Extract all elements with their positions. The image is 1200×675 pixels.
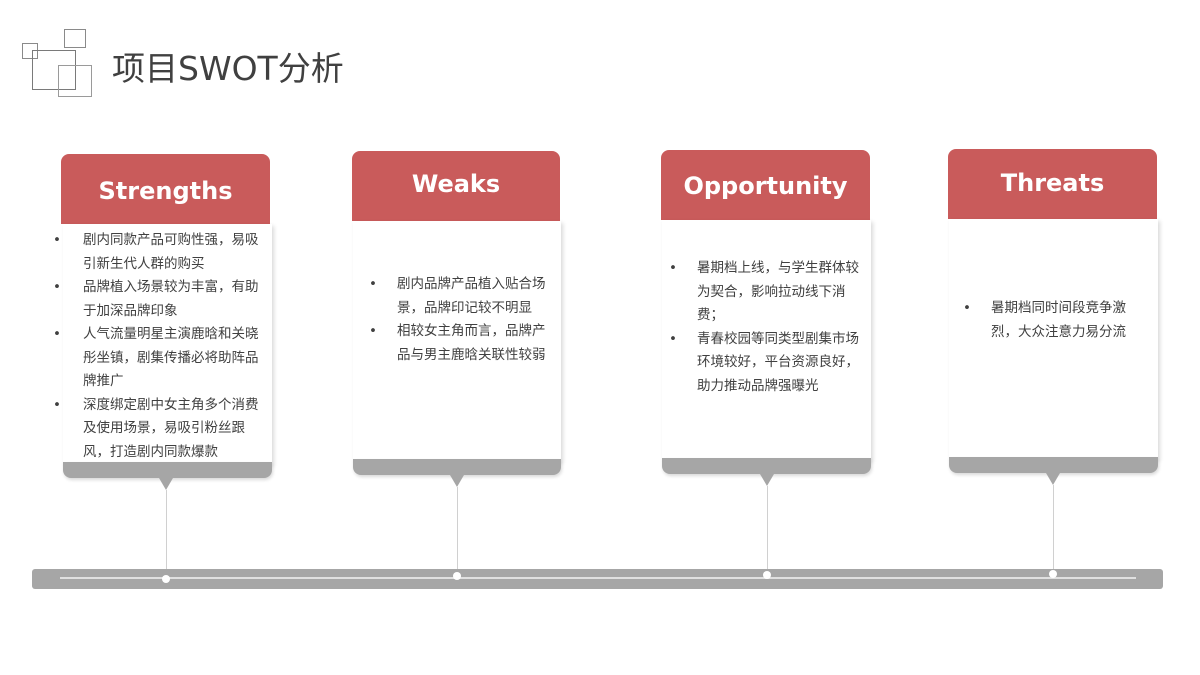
logo-square-bottom (58, 65, 92, 97)
card-heading: Opportunity (683, 172, 848, 200)
timeline-dot-strengths (162, 575, 170, 583)
bullet-dot: • (369, 276, 377, 292)
list-item: • 暑期档上线，与学生群体较为契合，影响拉动线下消费； (669, 257, 859, 328)
connector-line-threats (1053, 485, 1054, 575)
bullet-dot: • (669, 260, 677, 276)
logo-square-large (32, 50, 76, 90)
card-header: Opportunity (661, 150, 870, 220)
card-header: Threats (948, 149, 1157, 219)
list-item-text: 深度绑定剧中女主角多个消费及使用场景，易吸引粉丝跟风，打造剧内同款爆款 (83, 396, 259, 460)
timeline-inner-line (60, 577, 1136, 579)
card-heading: Strengths (98, 177, 233, 205)
list-item: • 品牌植入场景较为丰富，有助于加深品牌印象 (53, 276, 267, 323)
connector-line-weaks (457, 487, 458, 577)
card-pointer (760, 474, 774, 486)
list-item: • 深度绑定剧中女主角多个消费及使用场景，易吸引粉丝跟风，打造剧内同款爆款 (53, 394, 267, 465)
card-body: • 暑期档同时间段竞争激烈，大众注意力易分流 (949, 219, 1158, 459)
card-heading: Weaks (411, 170, 501, 198)
bullet-list: • 剧内品牌产品植入贴合场景，品牌印记较不明显 • 相较女主角而言，品牌产品与男主鹿… (369, 273, 551, 367)
card-footer (949, 457, 1158, 473)
timeline-bar (32, 569, 1163, 589)
connector-line-opportunity (767, 486, 768, 576)
page-title: 项目SWOT分析 (112, 49, 344, 88)
bullet-dot: • (53, 326, 61, 342)
logo-square-small (22, 43, 38, 59)
list-item-text: 暑期档同时间段竞争激烈，大众注意力易分流 (991, 300, 1126, 340)
card-header: Strengths (61, 154, 270, 224)
card-header: Weaks (352, 151, 560, 221)
bullet-dot: • (53, 396, 61, 413)
card-heading: Threats (1000, 169, 1105, 197)
card-body: • 剧内同款产品可购性强，易吸引新生代人群的购买 • 品牌植入场景较为丰富，有助于加… (53, 224, 272, 464)
list-item: • 青春校园等同类型剧集市场环境较好，平台资源良好，助力推动品牌强曝光 (669, 328, 859, 399)
bullet-list: • 剧内同款产品可购性强，易吸引新生代人群的购买 • 品牌植入场景较为丰富，有助于加… (53, 229, 267, 464)
list-item-text: 剧内同款产品可购性强，易吸引新生代人群的购买 (83, 232, 259, 272)
list-item: • 人气流量明星主演鹿晗和关晓彤坐镇，剧集传播必将助阵品牌推广 (53, 323, 267, 394)
bullet-list: • 暑期档上线，与学生群体较为契合，影响拉动线下消费； • 青春校园等同类型剧集市场… (669, 257, 859, 398)
bullet-dot: • (369, 323, 377, 339)
list-item-text: 品牌植入场景较为丰富，有助于加深品牌印象 (83, 279, 259, 319)
card-pointer (1046, 473, 1060, 485)
bullet-dot: • (53, 279, 61, 295)
bullet-list: • 暑期档同时间段竞争激烈，大众注意力易分流 (963, 297, 1149, 344)
bullet-dot: • (963, 300, 971, 316)
list-item-text: 青春校园等同类型剧集市场环境较好，平台资源良好，助力推动品牌强曝光 (697, 330, 859, 394)
list-item-text: 剧内品牌产品植入贴合场景，品牌印记较不明显 (397, 276, 546, 316)
timeline-dot-weaks (453, 572, 461, 580)
card-footer (63, 462, 272, 478)
card-body: • 剧内品牌产品植入贴合场景，品牌印记较不明显 • 相较女主角而言，品牌产品与男主鹿… (353, 221, 561, 461)
list-item-text: 暑期档上线，与学生群体较为契合，影响拉动线下消费； (697, 260, 859, 323)
card-pointer (450, 475, 464, 487)
list-item: • 剧内品牌产品植入贴合场景，品牌印记较不明显 (369, 273, 551, 320)
card-footer (353, 459, 561, 475)
timeline-dot-threats (1049, 570, 1057, 578)
logo-square-top (64, 29, 86, 48)
card-body: • 暑期档上线，与学生群体较为契合，影响拉动线下消费； • 青春校园等同类型剧集市场… (662, 220, 871, 460)
list-item-text: 人气流量明星主演鹿晗和关晓彤坐镇，剧集传播必将助阵品牌推广 (83, 326, 259, 389)
bullet-dot: • (669, 330, 677, 347)
list-item: • 剧内同款产品可购性强，易吸引新生代人群的购买 (53, 229, 267, 276)
overlapping-squares-icon (22, 28, 94, 98)
list-item-text: 相较女主角而言，品牌产品与男主鹿晗关联性较弱 (397, 323, 546, 363)
card-pointer (159, 478, 173, 490)
connector-line-strengths (166, 490, 167, 578)
card-footer (662, 458, 871, 474)
timeline-dot-opportunity (763, 571, 771, 579)
list-item: • 相较女主角而言，品牌产品与男主鹿晗关联性较弱 (369, 320, 551, 367)
list-item: • 暑期档同时间段竞争激烈，大众注意力易分流 (963, 297, 1149, 344)
bullet-dot: • (53, 232, 61, 248)
